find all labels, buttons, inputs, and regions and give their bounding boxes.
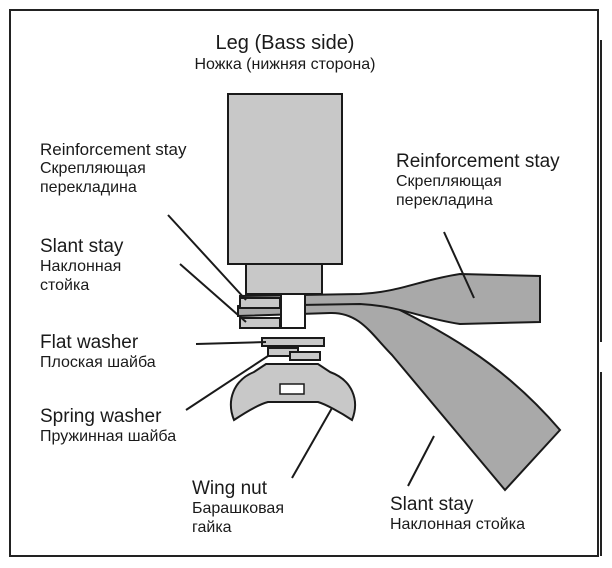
label-reinforcement-left-ru1: Скрепляющая (40, 160, 146, 178)
label-leg-ru: Ножка (нижняя сторона) (194, 55, 376, 73)
leader-reinforcement-left (167, 214, 247, 301)
label-slant-right-en: Slant stay (390, 494, 474, 515)
flat-washer-shape (261, 337, 325, 347)
label-leg-en: Leg (Bass side) (215, 32, 355, 54)
bolt-shaft (280, 293, 306, 329)
leader-wing-nut (291, 407, 333, 479)
slant-stay-plate (239, 317, 281, 329)
label-spring-washer-en: Spring washer (40, 406, 162, 427)
label-reinforcement-left: Reinforcement stay Скрепляющая переклади… (40, 140, 186, 198)
label-leg: Leg (Bass side) Ножка (нижняя сторона) (170, 32, 400, 74)
label-reinforcement-left-ru2: перекладина (40, 178, 137, 196)
label-wing-nut-ru2: гайка (192, 519, 232, 537)
label-reinforcement-right: Reinforcement stay Скрепляющая переклади… (396, 151, 560, 211)
label-spring-washer-ru: Пружинная шайба (40, 428, 177, 446)
wing-nut-center (279, 383, 305, 395)
label-slant-left-en: Slant stay (40, 236, 124, 257)
label-slant-right: Slant stay Наклонная стойка (390, 494, 525, 535)
label-spring-washer: Spring washer Пружинная шайба (40, 406, 176, 447)
reinforcement-stay-plate (239, 297, 281, 309)
label-flat-washer: Flat washer Плоская шайба (40, 332, 156, 373)
label-slant-right-ru: Наклонная стойка (390, 516, 525, 534)
leader-reinforcement-right (443, 231, 475, 299)
leader-slant-left (179, 263, 247, 323)
label-reinforcement-right-ru1: Скрепляющая (396, 173, 502, 191)
label-flat-washer-ru: Плоская шайба (40, 354, 156, 372)
leader-flat-washer (195, 341, 267, 345)
leader-slant-right (407, 435, 435, 487)
reinforcement-stay-shape (239, 272, 541, 326)
diagram-frame (9, 9, 599, 557)
label-reinforcement-left-en: Reinforcement stay (40, 140, 187, 159)
label-reinforcement-right-ru2: перекладина (396, 192, 493, 210)
label-wing-nut: Wing nut Барашковая гайка (192, 478, 284, 538)
label-slant-left-ru2: стойка (40, 277, 90, 295)
label-flat-washer-en: Flat washer (40, 332, 139, 353)
leader-spring-washer (185, 355, 269, 411)
label-wing-nut-en: Wing nut (192, 478, 267, 499)
leg-neck (245, 263, 323, 295)
label-reinforcement-right-en: Reinforcement stay (396, 151, 560, 172)
label-wing-nut-ru1: Барашковая (192, 500, 284, 518)
spring-washer-shape-lower (289, 351, 321, 361)
label-slant-left: Slant stay Наклонная стойка (40, 236, 123, 296)
leg-block (227, 93, 343, 265)
label-slant-left-ru1: Наклонная (40, 258, 122, 276)
